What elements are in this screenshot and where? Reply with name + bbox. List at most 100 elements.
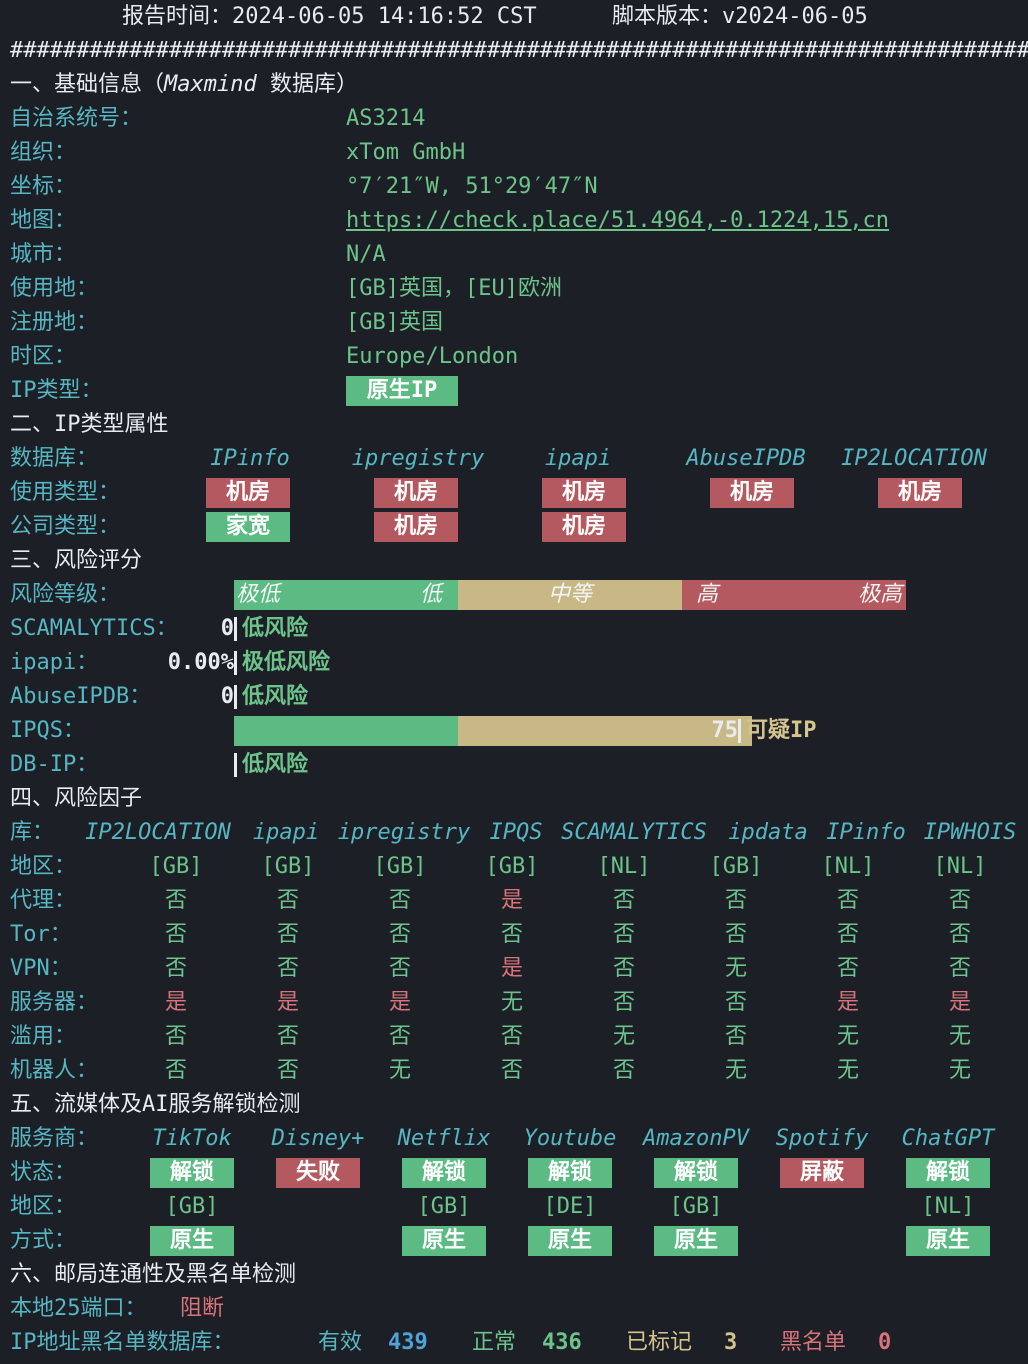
header-row: 报告时间：2024-06-05 14:16:52 CST 脚本版本：v2024-… [0, 0, 1028, 34]
provider-name: Youtube [523, 1126, 617, 1151]
factor-label: 服务器： [10, 990, 99, 1015]
factor-value: 否 [836, 922, 859, 947]
basic-info-row: 使用地：[GB]英国，[EU]欧洲 [0, 272, 1028, 306]
info-label: 注册地： [10, 310, 99, 335]
factor-value: 否 [948, 888, 971, 913]
lib-name: ipapi [252, 820, 320, 845]
risk-verdict: 低风险 [242, 752, 309, 777]
port25-label: 本地25端口： [10, 1296, 147, 1321]
map-link[interactable]: https://check.place/51.4964,-0.1224,15,c… [346, 208, 890, 233]
db-name: IP2LOCATION [841, 446, 987, 471]
risk-score-marker [234, 617, 237, 641]
factor-row: 代理：否否否是否否否否 [0, 884, 1028, 918]
provider-name: Spotify [775, 1126, 869, 1151]
info-label: 组织： [10, 140, 77, 165]
port25-status: 阻断 [180, 1296, 225, 1321]
factor-value: 否 [500, 922, 523, 947]
usage-type-badge: 机房 [542, 478, 626, 508]
risk-source-label: ipapi： [10, 650, 99, 675]
info-label: 坐标： [10, 174, 77, 199]
factor-value: 无 [724, 1058, 747, 1083]
factor-value: 无 [388, 1058, 411, 1083]
factor-value: 否 [948, 922, 971, 947]
factor-label: 地区： [10, 854, 77, 879]
factor-value: 是 [500, 888, 523, 913]
factor-label: VPN： [10, 956, 72, 981]
factor-value: 否 [612, 1058, 635, 1083]
port25-row: 本地25端口： 阻断 [0, 1292, 1028, 1326]
factor-row: 地区：[GB][GB][GB][GB][NL][GB][NL][NL] [0, 850, 1028, 884]
section-unlock-title: 五、流媒体及AI服务解锁检测 [0, 1088, 1028, 1122]
factor-label: 代理： [10, 888, 77, 913]
marked-count: 3 [724, 1330, 738, 1355]
company-label: 公司类型： [10, 514, 121, 539]
factor-value: 否 [276, 1058, 299, 1083]
method-label: 方式： [10, 1228, 77, 1253]
risk-verdict: 低风险 [242, 616, 309, 641]
info-label: 地图： [10, 208, 77, 233]
factor-value: 否 [276, 956, 299, 981]
risk-scale-bar: 极低 低 中等 高 极高 [234, 580, 906, 610]
section-title-tail: 数据库） [256, 72, 358, 97]
section-title: 三、风险评分 [10, 548, 143, 573]
lib-name: SCAMALYTICS [561, 820, 707, 845]
section-factors-title: 四、风险因子 [0, 782, 1028, 816]
blacklist-label: IP地址黑名单数据库： [10, 1330, 235, 1355]
section-title: 四、风险因子 [10, 786, 143, 811]
risk-score-row: ipapi：0.00%极低风险 [0, 646, 1028, 680]
unlock-method-badge: 原生 [150, 1226, 234, 1256]
risk-score-marker [234, 685, 237, 709]
risk-score-marker [234, 651, 237, 675]
risk-scale-high: 高 极高 [682, 580, 906, 610]
usage-type-badge: 机房 [206, 478, 290, 508]
factor-row: 滥用：否否否否无否无无 [0, 1020, 1028, 1054]
section-title: 二、IP类型属性 [10, 412, 169, 437]
risk-score-row: DB-IP：低风险 [0, 748, 1028, 782]
factor-value: [GB] [709, 854, 763, 879]
unlock-status-badge: 解锁 [528, 1158, 612, 1188]
factor-value: 否 [388, 1024, 411, 1049]
report-time: 报告时间：2024-06-05 14:16:52 CST [122, 4, 537, 29]
factor-value: 否 [164, 1024, 187, 1049]
info-value: Europe/London [346, 344, 519, 369]
factor-value: 否 [388, 956, 411, 981]
factor-row: 机器人：否否无否否无无无 [0, 1054, 1028, 1088]
ip-type-row: IP类型： 原生IP [0, 374, 1028, 408]
unlock-status-badge: 失败 [276, 1158, 360, 1188]
factor-value: 是 [164, 990, 187, 1015]
factor-value: 是 [500, 956, 523, 981]
risk-score-value: 75 [711, 718, 739, 743]
section-title-db: Maxmind [164, 72, 257, 97]
scale-very-high: 极高 [857, 582, 902, 607]
usage-type-badge: 机房 [710, 478, 794, 508]
risk-scale-row: 风险等级： 极低 低 中等 高 极高 [0, 578, 1028, 612]
lib-name: ipregistry [337, 820, 471, 845]
factor-value: [NL] [933, 854, 987, 879]
valid-count: 439 [388, 1330, 428, 1355]
section-mail-title: 六、邮局连通性及黑名单检测 [0, 1258, 1028, 1292]
factor-value: 否 [500, 1058, 523, 1083]
unlock-status-badge: 解锁 [906, 1158, 990, 1188]
factor-row: 服务器：是是是无否否是是 [0, 986, 1028, 1020]
risk-scale-low: 极低 低 [234, 580, 458, 610]
risk-level-label: 风险等级： [10, 582, 121, 607]
unlock-region: [NL] [921, 1194, 975, 1219]
basic-info-row: 城市：N/A [0, 238, 1028, 272]
section-risk-title: 三、风险评分 [0, 544, 1028, 578]
factor-value: 否 [612, 922, 635, 947]
provider-name: Netflix [397, 1126, 491, 1151]
factor-value: [NL] [821, 854, 875, 879]
unlock-method-badge: 原生 [402, 1226, 486, 1256]
provider-name: Disney+ [271, 1126, 365, 1151]
section-title: 五、流媒体及AI服务解锁检测 [10, 1092, 301, 1117]
risk-score-marker [738, 719, 741, 743]
usage-type-badge: 机房 [878, 478, 962, 508]
db-name: ipregistry [351, 446, 485, 471]
factor-row: Tor：否否否否否否否否 [0, 918, 1028, 952]
unlock-method-badge: 原生 [906, 1226, 990, 1256]
provider-name: ChatGPT [901, 1126, 995, 1151]
info-value: °7′21″W, 51°29′47″N [346, 174, 598, 199]
